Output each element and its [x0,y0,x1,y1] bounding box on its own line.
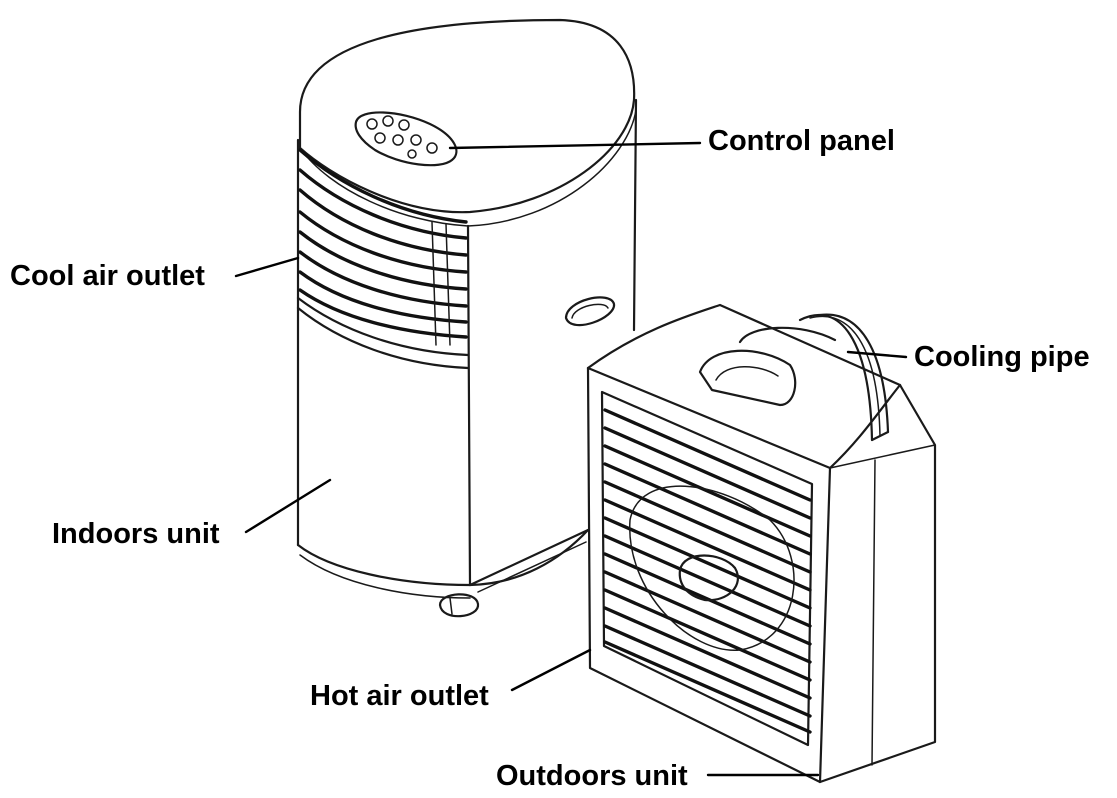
cooling-pipe-leader [846,350,908,359]
cool-air-grille [298,148,468,346]
indoors-unit-label: Indoors unit [52,518,220,550]
indoors-unit-drawing [296,18,638,618]
outdoors-unit-drawing [586,303,937,784]
cooling-pipe-drawing [798,313,890,442]
outdoors-unit-label: Outdoors unit [496,760,688,792]
hot-air-outlet-leader [510,648,592,692]
control-panel-leader [448,141,702,150]
cool-air-outlet-label: Cool air outlet [10,260,205,292]
control-panel-label: Control panel [708,125,895,157]
hot-air-grille [603,408,812,734]
cool-air-outlet-leader [234,256,300,278]
control-panel-drawing [354,111,458,167]
indoors-unit-leader [244,478,332,534]
hot-air-outlet-label: Hot air outlet [310,680,489,712]
cooling-pipe-label: Cooling pipe [914,341,1090,373]
